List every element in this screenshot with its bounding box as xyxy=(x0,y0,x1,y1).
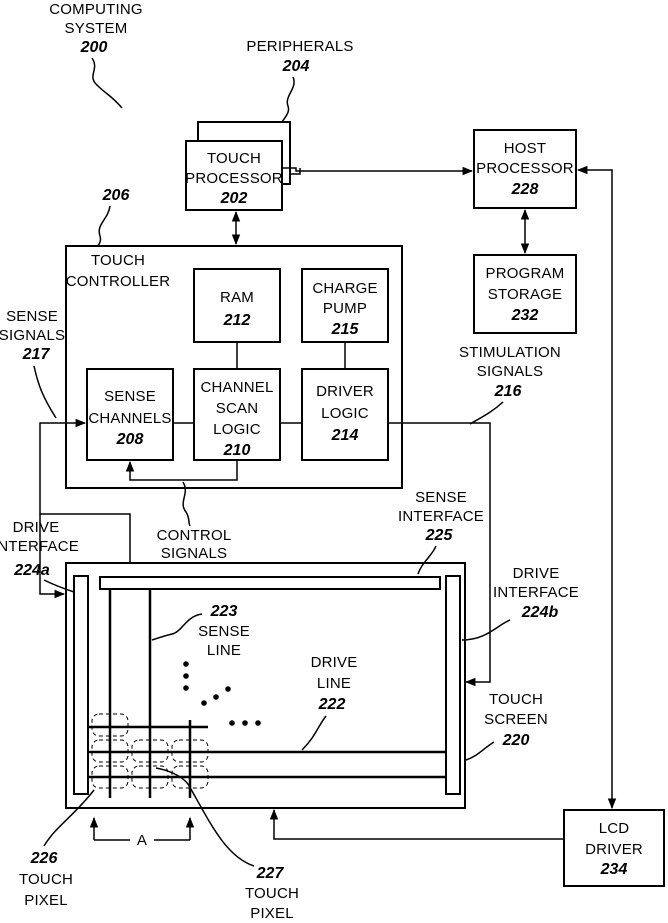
touch-pixel-227-label: TOUCH xyxy=(245,885,299,902)
drive-interface-a-bar xyxy=(74,576,88,794)
svg-text:CONTROLLER: CONTROLLER xyxy=(66,273,171,290)
computing-system-leader xyxy=(92,58,122,108)
control-signals-label: CONTROL xyxy=(157,527,232,544)
computing-system-label: COMPUTING SYSTEM 200 xyxy=(49,1,142,108)
touch-controller-label: TOUCH xyxy=(91,252,145,269)
svg-text:SCREEN: SCREEN xyxy=(484,711,548,728)
svg-text:210: 210 xyxy=(223,442,251,459)
svg-text:INTERFACE: INTERFACE xyxy=(398,508,484,525)
host-lcd-link xyxy=(578,170,612,808)
sense-signals-label: SENSE xyxy=(6,308,58,325)
lcd-screen-link xyxy=(274,810,564,839)
svg-text:220: 220 xyxy=(502,732,530,749)
charge-pump-label: CHARGE xyxy=(312,280,377,297)
svg-text:LOGIC: LOGIC xyxy=(213,421,261,438)
touch-pixel-226-number: 226 xyxy=(30,850,58,867)
peripherals-leader xyxy=(282,77,294,122)
svg-text:222: 222 xyxy=(318,696,346,713)
svg-text:234: 234 xyxy=(600,861,628,878)
touch-screen-label: TOUCH xyxy=(489,691,543,708)
svg-text:224b: 224b xyxy=(521,604,559,621)
svg-text:INTERFACE: INTERFACE xyxy=(0,538,79,555)
touch-processor-label: TOUCH xyxy=(207,150,261,167)
lcd-driver-label: LCD xyxy=(599,820,630,837)
stimulation-signals-label: STIMULATION xyxy=(459,344,561,361)
svg-text:SIGNALS: SIGNALS xyxy=(161,545,227,562)
drive-interface-b-label: DRIVE xyxy=(513,565,560,582)
channel-scan-logic-label: CHANNEL xyxy=(200,379,273,396)
peripherals-label: PERIPHERALS 204 xyxy=(246,38,353,122)
drive-line-label: DRIVE xyxy=(311,654,358,671)
svg-text:212: 212 xyxy=(223,312,251,329)
svg-text:200: 200 xyxy=(80,39,108,56)
svg-text:COMPUTING: COMPUTING xyxy=(49,1,142,18)
svg-text:INTERFACE: INTERFACE xyxy=(493,584,579,601)
svg-text:225: 225 xyxy=(425,527,454,544)
svg-text:LINE: LINE xyxy=(317,675,351,692)
tp-host-link xyxy=(282,168,472,171)
program-storage-label: PROGRAM xyxy=(486,265,565,282)
svg-text:216: 216 xyxy=(494,383,522,400)
svg-text:SYSTEM: SYSTEM xyxy=(65,20,128,37)
svg-text:224a: 224a xyxy=(13,562,50,579)
svg-text:PROCESSOR: PROCESSOR xyxy=(185,170,283,187)
svg-text:CHANNELS: CHANNELS xyxy=(88,410,171,427)
touch-pixel-227-number: 227 xyxy=(256,865,285,882)
svg-text:208: 208 xyxy=(116,431,144,448)
sense-line-number: 223 xyxy=(210,603,238,620)
touch-screen-outer xyxy=(66,563,465,808)
sense-interface-label: SENSE xyxy=(415,489,467,506)
svg-text:SIGNALS: SIGNALS xyxy=(0,327,65,344)
svg-text:215: 215 xyxy=(331,321,360,338)
drive-interface-b-bar xyxy=(446,576,460,794)
touch-controller-number: 206 xyxy=(102,187,130,204)
svg-text:214: 214 xyxy=(331,427,359,444)
touch-pixel-226-label: TOUCH xyxy=(19,871,73,888)
svg-text:232: 232 xyxy=(511,307,539,324)
svg-text:PUMP: PUMP xyxy=(323,300,367,317)
drive-interface-a-label: DRIVE xyxy=(13,519,60,536)
sense-line-label: SENSE xyxy=(198,623,250,640)
svg-text:SCAN: SCAN xyxy=(216,400,258,417)
driver-logic-label: DRIVER xyxy=(316,383,374,400)
svg-text:LINE: LINE xyxy=(207,642,241,659)
dimension-a-label: A xyxy=(137,832,147,849)
svg-text:202: 202 xyxy=(220,190,248,207)
svg-text:PROCESSOR: PROCESSOR xyxy=(476,160,574,177)
svg-text:PERIPHERALS: PERIPHERALS xyxy=(246,38,353,55)
svg-text:204: 204 xyxy=(282,58,310,75)
svg-text:PIXEL: PIXEL xyxy=(250,905,294,922)
ram-label: RAM xyxy=(220,289,254,306)
svg-text:217: 217 xyxy=(22,346,51,363)
svg-text:STORAGE: STORAGE xyxy=(488,286,562,303)
svg-text:DRIVER: DRIVER xyxy=(585,841,643,858)
svg-text:LOGIC: LOGIC xyxy=(321,405,369,422)
svg-text:228: 228 xyxy=(511,181,539,198)
sense-channels-label: SENSE xyxy=(104,388,156,405)
host-processor-label: HOST xyxy=(504,140,546,157)
svg-text:SIGNALS: SIGNALS xyxy=(477,363,543,380)
svg-text:PIXEL: PIXEL xyxy=(24,892,68,909)
sense-interface-bar xyxy=(100,577,440,589)
